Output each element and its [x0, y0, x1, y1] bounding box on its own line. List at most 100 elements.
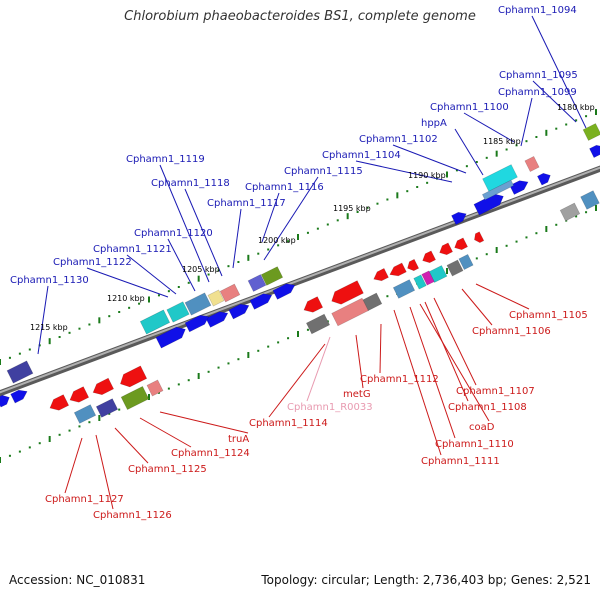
gene-label[interactable]: Cphamn1_1111 — [421, 456, 500, 467]
gene-label[interactable]: Cphamn1_1105 — [509, 310, 588, 321]
gene-feature[interactable] — [139, 309, 171, 335]
gene-label[interactable]: Cphamn1_1108 — [448, 402, 527, 413]
gene-label[interactable]: Cphamn1_1117 — [207, 198, 286, 209]
gene-label[interactable]: Cphamn1_1120 — [134, 228, 213, 239]
gene-label[interactable]: Cphamn1_1118 — [151, 178, 230, 189]
gene-feature[interactable] — [580, 190, 600, 210]
gene-feature[interactable] — [47, 394, 70, 414]
scale-track-dot — [8, 356, 11, 359]
gene-feature[interactable] — [207, 289, 225, 307]
gene-label[interactable]: Cphamn1_1115 — [284, 166, 363, 177]
gene-feature[interactable] — [451, 209, 469, 226]
gene-label[interactable]: hppA — [421, 118, 447, 129]
gene-feature[interactable] — [388, 262, 407, 279]
gene-feature[interactable] — [420, 250, 437, 265]
scale-track-dot — [187, 379, 190, 382]
gene-feature[interactable] — [301, 296, 324, 316]
gene-label[interactable]: Cphamn1_1112 — [360, 374, 439, 385]
gene-feature[interactable] — [10, 387, 30, 404]
gene-label[interactable]: Cphamn1_1122 — [53, 257, 132, 268]
label-leader-line — [355, 160, 453, 183]
gene-feature[interactable] — [329, 280, 364, 308]
gene-feature[interactable] — [331, 297, 369, 327]
gene-feature[interactable] — [446, 259, 464, 277]
gene-feature[interactable] — [421, 270, 435, 286]
gene-label[interactable]: Cphamn1_1099 — [498, 87, 577, 98]
gene-label[interactable]: Cphamn1_1102 — [359, 134, 438, 145]
gene-feature[interactable] — [6, 360, 34, 384]
scale-track-dot — [217, 269, 220, 272]
gene-feature[interactable] — [524, 155, 540, 173]
gene-feature[interactable] — [155, 324, 188, 349]
gene-label[interactable]: Cphamn1_1121 — [93, 244, 172, 255]
gene-feature[interactable] — [219, 283, 241, 303]
gene-label[interactable]: truA — [228, 434, 249, 445]
gene-label[interactable]: Cphamn1_1094 — [498, 5, 577, 16]
gene-feature[interactable] — [67, 386, 90, 406]
scale-tick-label: 1210 kbp — [107, 294, 145, 303]
gene-feature[interactable] — [437, 242, 454, 257]
gene-feature[interactable] — [272, 281, 297, 300]
gene-feature[interactable] — [0, 393, 12, 408]
gene-feature[interactable] — [120, 385, 150, 411]
gene-label[interactable]: Cphamn1_1127 — [45, 494, 124, 505]
gene-feature[interactable] — [582, 123, 600, 141]
scale-track-dot — [48, 436, 51, 442]
gene-feature[interactable] — [205, 309, 230, 328]
scale-track-dot — [495, 247, 498, 253]
gene-label[interactable]: Cphamn1_1110 — [435, 439, 514, 450]
scale-track-dot — [326, 223, 329, 226]
gene-feature[interactable] — [228, 301, 251, 320]
gene-feature[interactable] — [95, 398, 119, 418]
gene-feature[interactable] — [117, 365, 148, 390]
gene-label[interactable]: Cphamn1_1095 — [499, 70, 578, 81]
gene-label[interactable]: coaD — [469, 422, 495, 433]
gene-feature[interactable] — [413, 274, 427, 290]
gene-label[interactable]: Cphamn1_1116 — [245, 182, 324, 193]
gene-feature[interactable] — [536, 171, 552, 186]
gene-label[interactable]: Cphamn1_1125 — [128, 464, 207, 475]
gene-label[interactable]: Cphamn1_1106 — [472, 326, 551, 337]
gene-label[interactable]: Cphamn1_1104 — [322, 150, 401, 161]
scale-track-dot — [38, 442, 41, 445]
scale-track-dot — [98, 415, 101, 421]
gene-feature[interactable] — [481, 179, 515, 201]
gene-feature[interactable] — [260, 266, 284, 286]
label-leader-line — [86, 267, 169, 298]
gene-feature[interactable] — [482, 164, 518, 192]
scale-track-dot — [485, 156, 488, 159]
gene-feature[interactable] — [372, 267, 389, 283]
gene-feature[interactable] — [146, 379, 164, 397]
gene-label[interactable]: Cphamn1_R0033 — [287, 402, 373, 413]
scale-track-dot — [237, 358, 240, 361]
gene-label[interactable]: metG — [343, 389, 371, 400]
gene-label[interactable]: Cphamn1_1130 — [10, 275, 89, 286]
gene-feature[interactable] — [90, 377, 115, 398]
scale-track-dot — [257, 349, 260, 352]
gene-feature[interactable] — [589, 142, 600, 159]
gene-feature[interactable] — [559, 202, 581, 222]
gene-feature[interactable] — [247, 274, 267, 292]
gene-feature[interactable] — [458, 253, 474, 271]
gene-label[interactable]: Cphamn1_1114 — [249, 418, 328, 429]
scale-track-dot — [495, 150, 498, 157]
gene-feature[interactable] — [184, 292, 212, 316]
scale-track-dot — [376, 202, 379, 205]
gene-label[interactable]: Cphamn1_1107 — [456, 386, 535, 397]
gene-feature[interactable] — [184, 312, 211, 333]
gene-feature[interactable] — [405, 258, 420, 272]
gene-feature[interactable] — [166, 301, 190, 323]
gene-label[interactable]: Cphamn1_1100 — [430, 102, 509, 113]
gene-label[interactable]: Cphamn1_1119 — [126, 154, 205, 165]
gene-feature[interactable] — [305, 313, 331, 335]
gene-feature[interactable] — [392, 279, 416, 299]
scale-track-dot — [68, 429, 71, 432]
gene-feature[interactable] — [509, 178, 531, 195]
gene-feature[interactable] — [472, 231, 485, 245]
gene-label[interactable]: Cphamn1_1124 — [171, 448, 250, 459]
scale-track-dot — [416, 186, 419, 188]
gene-feature[interactable] — [452, 237, 469, 252]
gene-feature[interactable] — [249, 291, 274, 310]
gene-label[interactable]: Cphamn1_1126 — [93, 510, 172, 521]
gene-feature[interactable] — [73, 404, 97, 424]
